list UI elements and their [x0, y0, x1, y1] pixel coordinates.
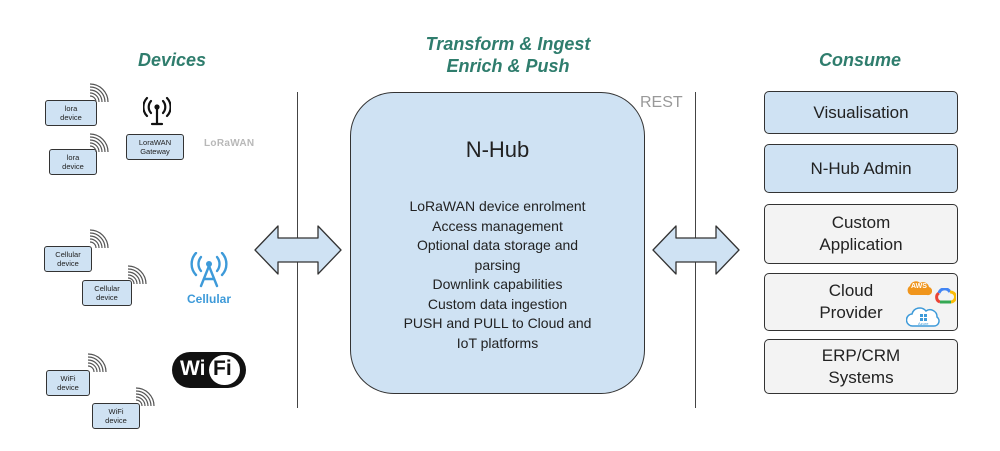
visualisation-label: Visualisation: [813, 102, 909, 122]
n-hub-title: N-Hub: [465, 137, 530, 162]
n-hub-admin-box: N-Hub Admin: [764, 144, 958, 193]
transform-heading-line1: Transform & Ingest: [425, 34, 591, 54]
cellular-label: Cellular: [186, 292, 231, 306]
signal-icon: [89, 229, 109, 249]
gateway-label: Gateway: [140, 147, 170, 156]
azure-label: Azure: [918, 321, 929, 326]
cellular-device-label: device: [96, 293, 118, 302]
wifi-device-label: device: [57, 383, 79, 392]
erp-crm-systems-label: ERP/CRM: [821, 345, 901, 365]
lora-device-label: device: [60, 113, 82, 122]
capability-item: PUSH and PULL to Cloud and: [403, 315, 592, 331]
signal-icon: [135, 387, 155, 407]
signal-icon: [127, 265, 147, 285]
right-double-arrow: [652, 225, 740, 275]
capability-item: Downlink capabilities: [432, 276, 563, 292]
google-cloud-icon: [935, 288, 956, 304]
left-double-arrow: [254, 225, 342, 275]
visualisation-box: Visualisation: [764, 91, 958, 134]
n-hub-admin-label: N-Hub Admin: [810, 158, 912, 178]
custom-application-label: Application: [819, 235, 903, 254]
signal-icon: [89, 83, 109, 103]
capability-item: Optional data storage and: [416, 237, 579, 253]
lora-device-label: lora: [64, 104, 78, 113]
wifi-logo-badge: [209, 355, 240, 385]
capability-item: Access management: [432, 217, 563, 234]
antenna-icon: [143, 96, 171, 126]
wifi-device-label: WiFi: [60, 374, 76, 383]
n-hub-box: N-Hub LoRaWAN device enrolment Access ma…: [350, 92, 645, 394]
transform-heading-line2: Enrich & Push: [446, 56, 570, 76]
gateway-label: LoraWAN: [138, 138, 172, 147]
erp-crm-systems-label: Systems: [828, 367, 894, 387]
aws-label: AWS: [911, 283, 927, 290]
capability-item: parsing: [474, 256, 521, 273]
lora-device-label: lora: [66, 153, 80, 162]
capability-item: Custom data ingestion: [427, 295, 568, 312]
capability-item: LoRaWAN device enrolment: [409, 198, 586, 214]
custom-application-label: Custom: [831, 213, 891, 232]
cloud-provider-label: Provider: [819, 303, 883, 322]
cellular-device-label: Cellular: [94, 284, 120, 293]
consume-heading: Consume: [818, 50, 901, 70]
wifi-device-label: device: [105, 416, 127, 425]
azure-cloud-icon: [906, 307, 940, 327]
capability-item: IoT platforms: [456, 334, 539, 351]
cloud-provider-label: Cloud: [828, 281, 874, 300]
cellular-device-label: device: [57, 259, 79, 268]
n-hub-capabilities: LoRaWAN device enrolment Access manageme…: [351, 197, 644, 353]
cellular-device-label: Cellular: [55, 250, 81, 259]
wifi-logo-text: Fi: [213, 357, 232, 380]
wifi-logo: Wi Fi: [172, 352, 246, 388]
devices-heading: Devices: [137, 50, 207, 70]
wifi-logo-text: Wi: [180, 357, 206, 380]
signal-icon: [89, 133, 109, 153]
cloud-provider-logos: AWS Azure: [906, 280, 958, 328]
signal-icon: [87, 353, 107, 373]
wifi-device-label: WiFi: [108, 407, 124, 416]
rest-label: REST: [640, 94, 683, 111]
lora-device-label: device: [62, 162, 84, 171]
cellular-tower-icon: [190, 252, 228, 288]
aws-cloud-icon: [907, 281, 932, 296]
lorawan-logo: LoRaWAN: [204, 138, 255, 149]
